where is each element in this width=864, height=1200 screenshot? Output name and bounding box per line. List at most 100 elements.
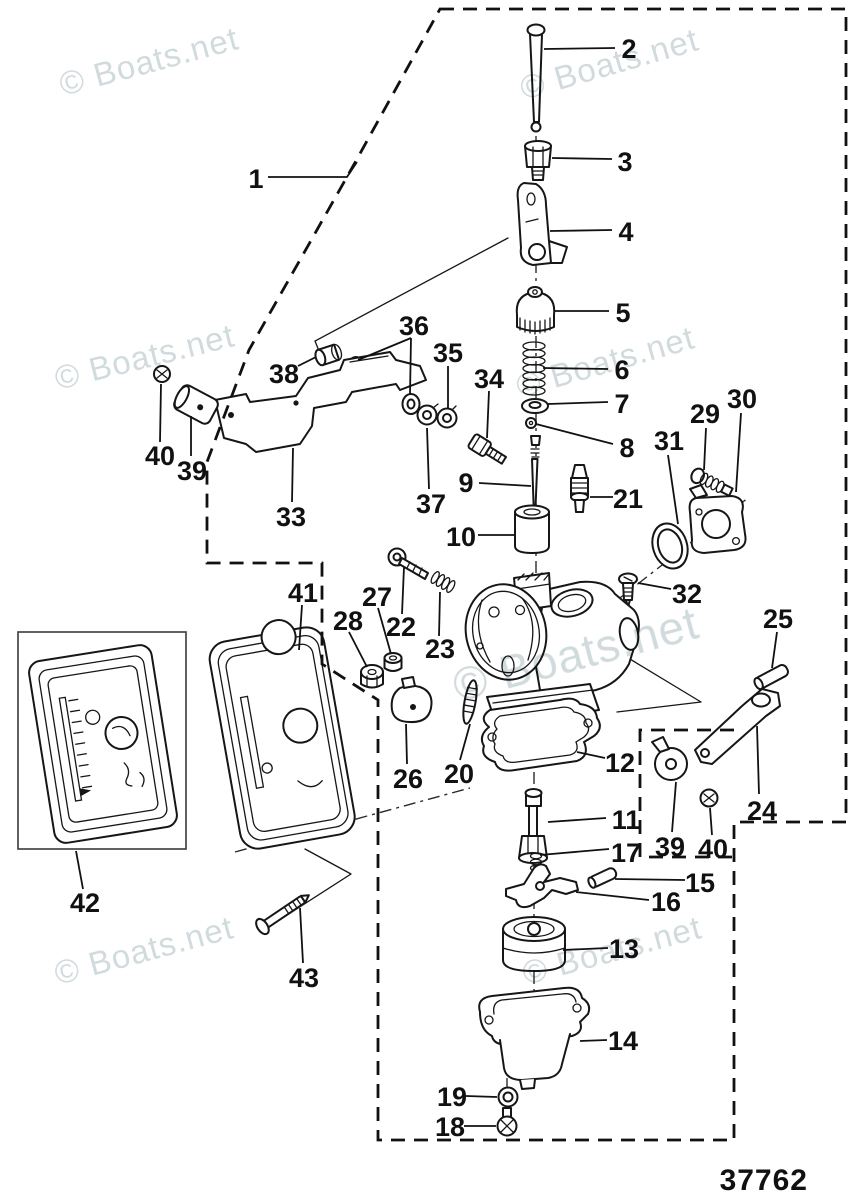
leader-line-40: [159, 383, 162, 443]
callout-9: 9: [458, 468, 473, 498]
part-12-gasket-drawing: [480, 697, 601, 772]
callout-12: 12: [605, 748, 635, 778]
leader-line-25: [771, 631, 778, 669]
main-assembly-boundary: [205, 7, 848, 1142]
leader-line-23: [438, 591, 441, 637]
carburetor-body-drawing: [464, 572, 640, 725]
callout-35: 35: [433, 338, 463, 368]
part-5-cap-drawing: [515, 286, 556, 335]
leader-line-1: [268, 161, 358, 178]
part-24-bracket-drawing: [694, 688, 781, 765]
leader-line-13: [562, 947, 609, 951]
part-43-screw-drawing: [255, 894, 310, 936]
leader-line-19: [465, 1095, 498, 1098]
faceplate-box: [17, 631, 187, 850]
leader-line-27: [377, 607, 392, 655]
callout-34: 34: [474, 364, 504, 394]
leader-line-36: [357, 337, 412, 361]
part-40-screw-drawing: [153, 365, 171, 383]
assembly-boundaries: [205, 7, 848, 1142]
part-22-screw-drawing: [387, 547, 429, 580]
diagram-number: 37762: [719, 1164, 808, 1197]
callout-1: 1: [248, 164, 263, 194]
callout-11: 11: [612, 805, 641, 835]
part-35-washer-drawing: [436, 405, 458, 429]
leader-line-15: [614, 878, 686, 881]
callout-30: 30: [727, 384, 757, 414]
callout-18: 18: [435, 1112, 465, 1142]
part-28-nut-drawing: [360, 664, 384, 689]
callout-19: 19: [437, 1082, 467, 1112]
part-4-bracket-drawing: [516, 182, 568, 266]
part-14-bowl-drawing: [478, 986, 591, 1090]
part-37-washer-drawing: [416, 403, 439, 426]
part-3-nut-drawing: [524, 140, 552, 181]
leader-line-41: [298, 604, 303, 651]
part-18-screw-drawing: [496, 1107, 518, 1137]
callout-3: 3: [617, 147, 632, 177]
callout-15: 15: [685, 868, 715, 898]
part-26-cam-drawing: [390, 676, 433, 724]
leader-line-20: [459, 723, 471, 761]
leader-line-6: [542, 367, 609, 370]
callout-39: 39: [655, 832, 685, 862]
part-8-clip-drawing: [525, 417, 537, 429]
callout-26: 26: [393, 764, 423, 794]
callout-21: 21: [613, 484, 643, 514]
leader-line-16: [575, 891, 650, 901]
inset-boundary-39-40: [638, 728, 734, 859]
leader-line-38: [297, 356, 317, 367]
callout-40: 40: [145, 441, 175, 471]
part-11-needle-valve-drawing: [518, 788, 548, 864]
leader-line-34: [486, 390, 490, 439]
part-15-pin-drawing: [587, 867, 618, 889]
part-33-lever-drawing: [214, 351, 427, 453]
callout-6: 6: [614, 355, 629, 385]
part-42-faceplate-drawing: [17, 631, 187, 850]
bracket-chevron: [616, 652, 702, 713]
part-32-screw-drawing: [618, 572, 638, 608]
part-20-spring-drawing: [462, 679, 479, 725]
watermark-layer: © Boats.net© Boats.net© Boats.net© Boats…: [50, 19, 705, 991]
part-2-needle-drawing: [526, 23, 546, 133]
leader-line-12: [576, 751, 606, 759]
watermark-text: © Boats.net: [51, 316, 238, 396]
leader-line-17: [539, 848, 610, 856]
bracket-link-line: [314, 237, 509, 352]
callout-10: 10: [446, 522, 476, 552]
callout-36: 36: [399, 311, 429, 341]
callout-4: 4: [618, 217, 633, 247]
part-39-lower-drawing: [651, 736, 688, 781]
leader-line-3: [551, 157, 613, 160]
part-16-float-arm-drawing: [505, 863, 579, 909]
leader-line-29: [703, 427, 707, 471]
callout-5: 5: [615, 298, 630, 328]
leader-line-43: [299, 907, 304, 964]
callout-37: 37: [416, 489, 446, 519]
leader-line-24: [756, 725, 760, 795]
part-21-valve-drawing: [570, 464, 589, 513]
callout-31: 31: [654, 426, 684, 456]
leader-line-30: [735, 412, 742, 493]
leader-line-9: [478, 482, 532, 487]
callout-32: 32: [672, 579, 702, 609]
leader-line-36: [409, 337, 412, 395]
callout-42: 42: [70, 888, 100, 918]
part-7-washer-drawing: [521, 398, 549, 414]
callout-24: 24: [747, 796, 777, 826]
leader-line-22: [401, 566, 405, 615]
part-19-washer-drawing: [497, 1086, 519, 1108]
callout-28: 28: [333, 606, 363, 636]
leader-line-39: [671, 781, 677, 833]
leader-line-7: [547, 401, 609, 405]
part-41-airbox-plate-drawing: [208, 619, 356, 850]
callout-22: 22: [386, 612, 416, 642]
part-40-lower-drawing: [699, 788, 719, 808]
part-13-float-drawing: [502, 916, 566, 972]
leader-line-37: [426, 427, 430, 490]
leader-line-31: [667, 454, 679, 525]
callout-20: 20: [444, 759, 474, 789]
